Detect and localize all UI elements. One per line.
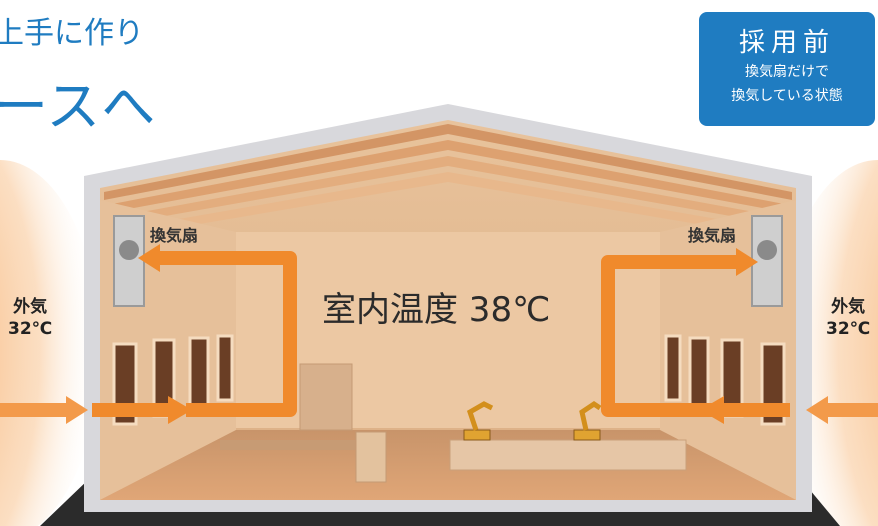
robot-arm-right-icon <box>573 400 602 441</box>
outside-air-right: 外気 32℃ <box>826 296 870 340</box>
before-adoption-badge: 採用前 換気扇だけで 換気している状態 <box>699 12 875 126</box>
fan-right-icon <box>751 215 783 307</box>
airflow-arrow-left-loop <box>156 251 297 417</box>
arrow-head-left-in2 <box>168 396 192 424</box>
outside-air-left-label: 外気 <box>13 297 48 317</box>
conveyor <box>220 440 360 450</box>
arrow-head-left-out <box>138 244 160 272</box>
fan-left-label: 換気扇 <box>150 226 199 245</box>
arrow-head-left-in <box>66 396 88 424</box>
storage-block <box>299 363 353 431</box>
arrow-head-right-in <box>806 396 828 424</box>
robot-arm-left-icon <box>463 401 494 441</box>
airflow-arrow-right-loop <box>601 255 740 417</box>
badge-title: 採用前 <box>738 28 835 58</box>
arrow-head-right-out <box>736 248 758 276</box>
work-table <box>449 439 687 471</box>
badge-desc-line2: 換気している状態 <box>731 88 843 104</box>
indoor-temperature: 室内温度 38℃ <box>322 290 551 330</box>
outside-air-left-temp: 32℃ <box>8 319 53 339</box>
outside-air-left: 外気 32℃ <box>8 296 52 340</box>
outside-air-right-temp: 32℃ <box>826 319 871 339</box>
outside-heat-left <box>0 160 100 526</box>
headline-line2: ースへ <box>0 75 157 138</box>
badge-desc-line1: 換気扇だけで <box>745 64 829 80</box>
arrow-head-right-in2 <box>700 396 724 424</box>
fan-left-icon <box>113 215 145 307</box>
fan-right-label: 換気扇 <box>688 226 737 245</box>
outside-air-right-label: 外気 <box>831 297 866 317</box>
headline-line1: 上手に作り <box>0 16 144 51</box>
cabinet <box>355 431 387 483</box>
